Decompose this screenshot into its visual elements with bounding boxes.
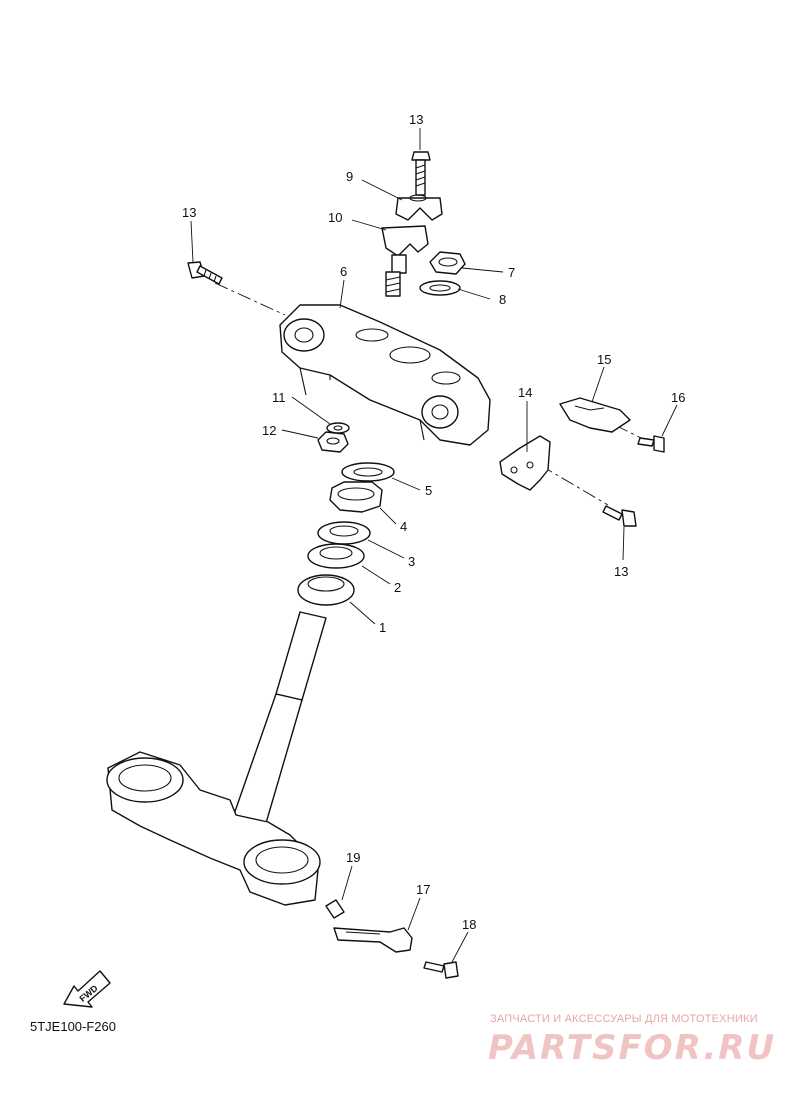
leader-10: [351, 219, 387, 231]
bearing-1: [297, 574, 355, 606]
watermark-logo: PARTSFOR.RU: [488, 1028, 777, 1068]
handlebar-holder-10: [381, 225, 429, 297]
hose-holder-17: [333, 927, 413, 953]
callout-6: 6: [340, 264, 347, 279]
callout-14: 14: [518, 385, 532, 400]
handlebar-holder-cap-9: [395, 194, 443, 221]
nut-12: [317, 431, 349, 453]
callout-18: 18: [462, 917, 476, 932]
leader-8: [457, 288, 491, 300]
leader-16: [661, 404, 678, 437]
callout-16: 16: [671, 390, 685, 405]
bolt-13-top: [411, 151, 431, 196]
steering-stem-lower-bracket: [106, 611, 327, 906]
centerline-bolt13-right: [539, 464, 609, 506]
callout-13-left: 13: [182, 205, 196, 220]
leader-1: [349, 601, 376, 625]
holder-15: [559, 397, 631, 433]
callout-4: 4: [400, 519, 407, 534]
callout-10: 10: [328, 210, 342, 225]
bolt-18: [423, 961, 459, 979]
leader-4: [379, 507, 397, 525]
leader-3: [367, 539, 405, 559]
leader-11: [291, 396, 331, 425]
callout-15: 15: [597, 352, 611, 367]
centerline-bolt13-left: [214, 282, 286, 316]
leader-7: [461, 267, 504, 273]
dust-seal-3: [317, 521, 371, 545]
leader-6: [339, 279, 345, 309]
callout-13-right: 13: [614, 564, 628, 579]
callout-19: 19: [346, 850, 360, 865]
callout-2: 2: [394, 580, 401, 595]
callout-3: 3: [408, 554, 415, 569]
bracket-14: [499, 435, 551, 491]
leader-15: [591, 366, 605, 403]
callout-12: 12: [262, 423, 276, 438]
leader-9: [361, 179, 403, 201]
callout-1: 1: [379, 620, 386, 635]
bearing-2: [307, 543, 365, 569]
leader-2: [361, 565, 391, 585]
leader-17: [407, 897, 421, 931]
callout-17: 17: [416, 882, 430, 897]
callout-11: 11: [272, 390, 286, 405]
leader-19: [341, 865, 353, 901]
leader-13-right: [622, 526, 625, 561]
washer-5: [341, 462, 395, 482]
washer-8: [419, 280, 461, 296]
ring-nut-4: [329, 481, 383, 513]
leader-18: [451, 931, 469, 963]
callout-13-top: 13: [409, 112, 423, 127]
watermark-tagline: ЗАПЧАСТИ И АКСЕССУАРЫ ДЛЯ МОТОТЕХНИКИ: [490, 1013, 758, 1025]
leader-5: [391, 477, 421, 491]
callout-8: 8: [499, 292, 506, 307]
leader-12: [281, 429, 319, 439]
fwd-direction-icon: FWD: [63, 970, 111, 1008]
callout-9: 9: [346, 169, 353, 184]
callout-7: 7: [508, 265, 515, 280]
nut-7: [429, 251, 466, 275]
bolt-13-left: [187, 261, 223, 285]
callout-5: 5: [425, 483, 432, 498]
bolt-16: [637, 435, 665, 453]
bolt-13-right: [602, 505, 637, 527]
diagram-code: 5TJE100-F260: [30, 1019, 116, 1034]
bolt-19: [325, 899, 345, 919]
washer-11: [326, 422, 350, 434]
upper-bracket-6: [279, 304, 491, 446]
leader-13-left: [190, 220, 194, 263]
